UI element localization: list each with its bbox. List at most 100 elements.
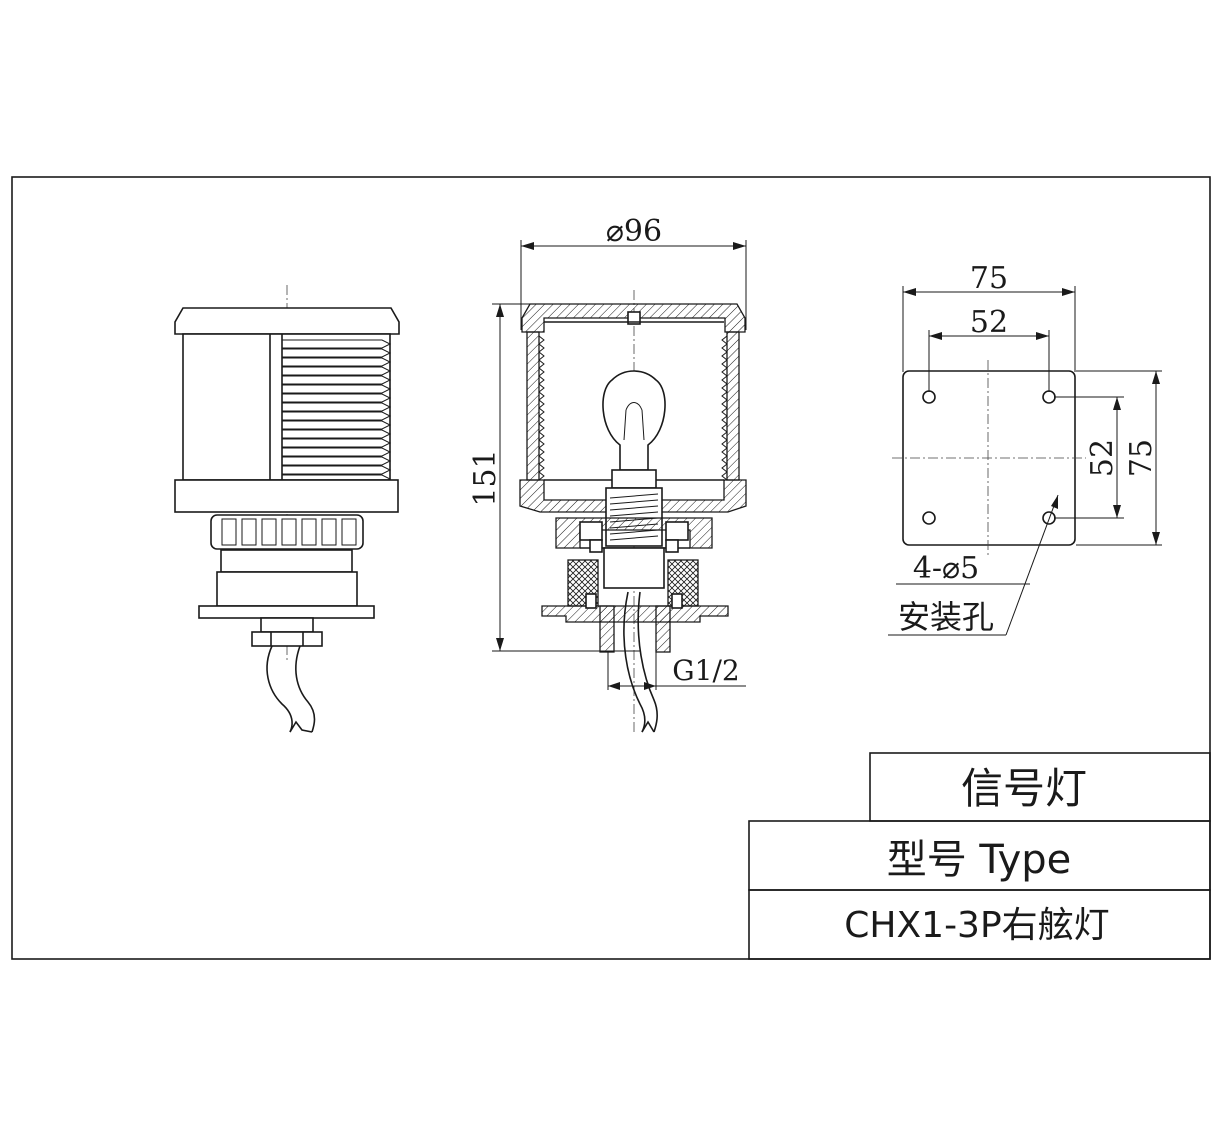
base-plate-view: 75 52 52 75 4-⌀5 安装孔 xyxy=(888,261,1162,636)
lens-rib xyxy=(282,420,392,430)
pipe-right xyxy=(655,605,671,653)
serration-tooth xyxy=(538,455,545,465)
base-flange xyxy=(198,605,375,619)
pipe-left xyxy=(599,605,615,653)
section-view: ⌀96 151 xyxy=(468,214,747,735)
thread-line xyxy=(609,529,659,535)
serration-tooth xyxy=(538,431,545,441)
thread-line xyxy=(609,535,659,541)
serration-tooth xyxy=(721,367,728,377)
cable-gland xyxy=(260,617,314,633)
serration-tooth xyxy=(721,423,728,433)
serration-tooth xyxy=(538,439,545,449)
knurl-tooth xyxy=(341,518,357,546)
lens-rib xyxy=(282,456,392,466)
height-label: 151 xyxy=(468,449,503,506)
serration-tooth xyxy=(721,351,728,361)
serration-tooth xyxy=(538,351,545,361)
serration-tooth xyxy=(538,463,545,473)
knurl-tooth xyxy=(321,518,337,546)
serration-tooth xyxy=(721,415,728,425)
socket xyxy=(605,487,663,547)
lens-rib xyxy=(282,366,392,376)
lens-wall-left xyxy=(526,331,540,481)
lens-rib xyxy=(282,375,392,385)
serration-tooth xyxy=(721,375,728,385)
bulb-filament xyxy=(623,402,645,441)
serration-tooth xyxy=(538,375,545,385)
body-base-section xyxy=(519,479,747,513)
type-label: 型号 Type xyxy=(887,837,1072,883)
knurl-tooth xyxy=(281,518,297,546)
knurl-tooth xyxy=(241,518,257,546)
thread-line xyxy=(609,493,659,499)
bottom-band xyxy=(174,479,399,513)
section-cable xyxy=(623,591,646,733)
serration-tooth xyxy=(538,471,545,481)
serration-tooth xyxy=(721,463,728,473)
serration-tooth xyxy=(721,391,728,401)
lens-rib xyxy=(282,357,392,367)
mount-hole xyxy=(922,511,936,525)
mount-hole xyxy=(1042,390,1056,404)
external-view xyxy=(174,285,400,733)
thread-line xyxy=(609,499,659,505)
serration-tooth xyxy=(538,447,545,457)
lens-rib xyxy=(282,447,392,457)
cable xyxy=(266,645,293,733)
lens-ribs xyxy=(281,334,392,484)
hole-spacing-y-label: 52 xyxy=(1085,439,1120,477)
thread-line xyxy=(609,511,659,517)
serration-tooth xyxy=(721,471,728,481)
serration-tooth xyxy=(721,455,728,465)
cap-screw xyxy=(627,311,641,325)
base-body xyxy=(216,571,358,607)
lens-wall-right xyxy=(726,331,740,481)
hole-leader xyxy=(1005,494,1059,636)
thread-label: G1/2 xyxy=(672,654,739,687)
serration-tooth xyxy=(721,447,728,457)
lens-rib xyxy=(282,339,392,349)
serration-tooth xyxy=(721,343,728,353)
title-block: 信号灯 型号 Type CHX1-3P右舷灯 xyxy=(748,752,1211,960)
holes-label: 4-⌀5 xyxy=(913,551,979,586)
lens-rib xyxy=(282,402,392,412)
serration-tooth xyxy=(538,423,545,433)
nut-knurling xyxy=(221,518,357,546)
serration-tooth xyxy=(721,399,728,409)
lamp-body xyxy=(182,333,391,481)
lens-rib xyxy=(282,393,392,403)
mounting-holes-label: 安装孔 xyxy=(898,598,994,636)
gland-nut xyxy=(251,631,323,647)
serration-tooth xyxy=(538,399,545,409)
serration-tooth xyxy=(721,407,728,417)
serration-tooth xyxy=(538,391,545,401)
model-number: CHX1-3P右舷灯 xyxy=(844,905,1109,946)
hole-spacing-x-label: 52 xyxy=(970,305,1008,340)
serration-tooth xyxy=(538,415,545,425)
diameter-label: ⌀96 xyxy=(606,214,662,249)
serration-tooth xyxy=(721,383,728,393)
lens-rib xyxy=(282,384,392,394)
plate-width-label: 75 xyxy=(970,261,1008,296)
knurl-tooth xyxy=(221,518,237,546)
product-name: 信号灯 xyxy=(961,764,1087,813)
serration-tooth xyxy=(538,343,545,353)
plate-height-label: 75 xyxy=(1124,439,1159,477)
serration-tooth xyxy=(538,367,545,377)
serration-tooth xyxy=(538,359,545,369)
serration-tooth xyxy=(538,383,545,393)
serration-tooth xyxy=(538,407,545,417)
knurled-nut xyxy=(210,514,364,550)
serration-tooth xyxy=(721,431,728,441)
serration-tooth xyxy=(721,335,728,345)
model-cell xyxy=(748,889,1211,960)
thread-line xyxy=(609,505,659,511)
terminal-block xyxy=(603,547,665,589)
bulb-base xyxy=(611,469,657,489)
serration-tooth xyxy=(538,335,545,345)
lens-rib xyxy=(282,429,392,439)
light-bulb xyxy=(602,370,666,471)
flange-section xyxy=(541,605,729,623)
